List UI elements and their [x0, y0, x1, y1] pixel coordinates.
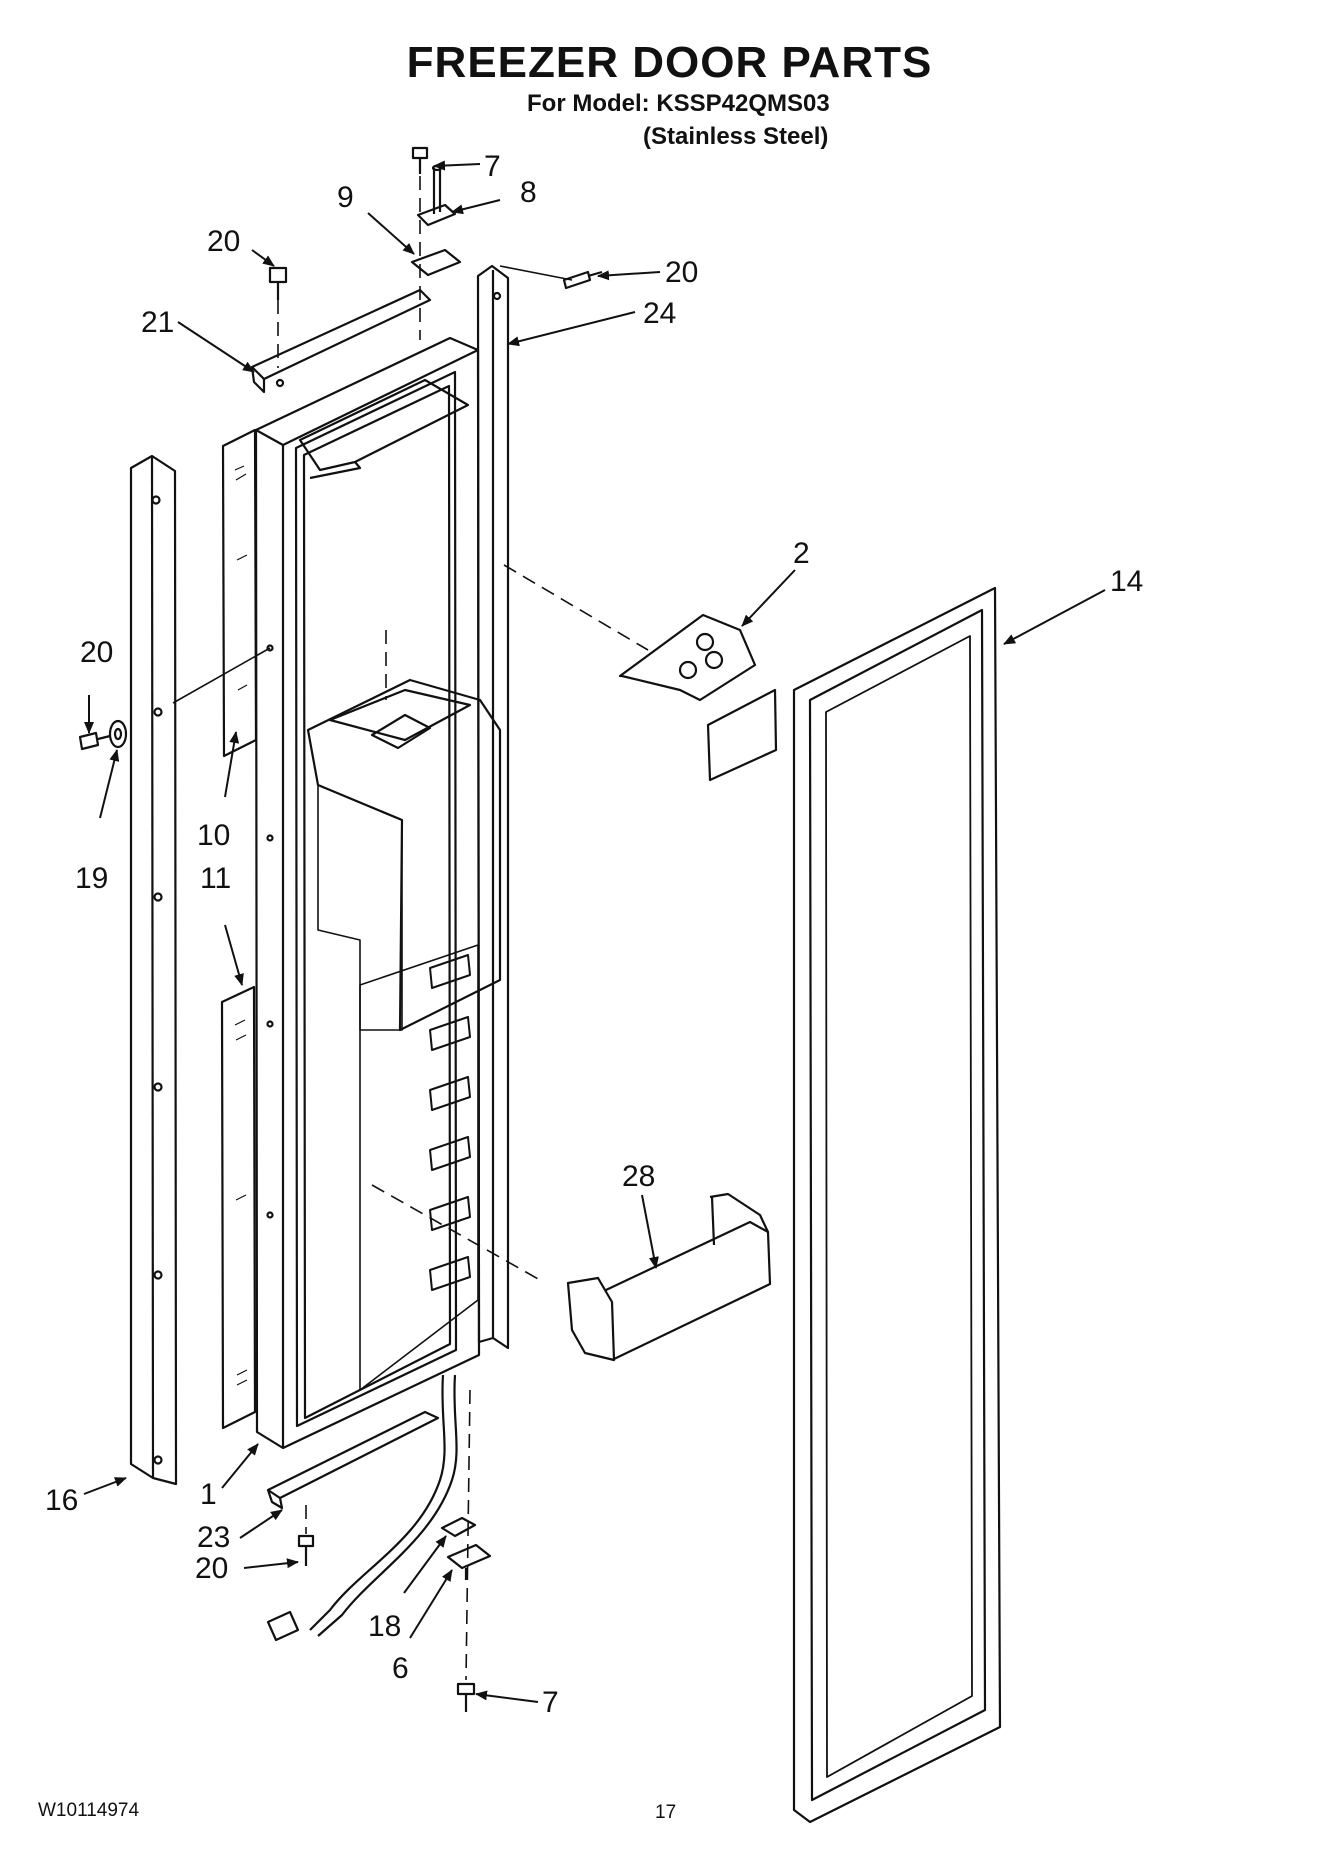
callout-6: 6 [392, 1652, 409, 1685]
callout-11: 11 [200, 862, 231, 895]
callout-20-top-left: 20 [207, 225, 240, 258]
leader-lines [172, 265, 573, 704]
callout-9: 9 [337, 181, 354, 214]
callout-19: 19 [75, 862, 108, 895]
alignment-lines [277, 176, 649, 1681]
callout-20-left: 20 [80, 636, 113, 669]
callout-numbers: 7 8 9 20 20 21 24 2 14 20 19 10 11 28 16… [45, 150, 1143, 1719]
callout-20-top-right: 20 [665, 256, 698, 289]
part-10-upper-panel [221, 428, 258, 758]
callout-8: 8 [520, 176, 537, 209]
callout-10: 10 [197, 819, 230, 852]
page-number: 17 [655, 1802, 677, 1823]
part-8-top-hinge [416, 164, 457, 227]
part-1-door-liner [254, 336, 502, 1450]
callout-28: 28 [622, 1160, 655, 1193]
callout-7-bottom: 7 [542, 1686, 559, 1719]
document-number: W10114974 [38, 1800, 140, 1821]
part-6-bottom-hinge [446, 1543, 492, 1580]
callout-24: 24 [643, 297, 676, 330]
model-number: For Model: KSSP42QMS03 [527, 90, 830, 117]
callout-23: 23 [197, 1521, 230, 1554]
wire-harness [266, 1374, 458, 1642]
callout-7-top: 7 [484, 150, 501, 183]
part-28-door-bin [566, 1192, 772, 1362]
callout-1: 1 [200, 1478, 217, 1511]
callout-21: 21 [141, 306, 174, 339]
part-14-door-gasket [792, 586, 1002, 1824]
model-finish: (Stainless Steel) [643, 123, 829, 150]
part-23-bottom-bracket [266, 1410, 440, 1510]
callout-20-bottom: 20 [195, 1552, 228, 1585]
part-9-hinge-shim [410, 248, 462, 277]
part-20-screw-top-left [268, 266, 288, 300]
part-2-hinge-plate [618, 613, 778, 782]
callout-16: 16 [45, 1484, 78, 1517]
callout-18: 18 [368, 1610, 401, 1643]
part-11-lower-panel [220, 985, 257, 1430]
part-20-screw-left [78, 731, 111, 751]
part-18-bottom-shim [440, 1516, 477, 1538]
part-20-screw-bottom [297, 1534, 315, 1566]
page-title: FREEZER DOOR PARTS [406, 38, 933, 87]
part-7-bottom-screw [456, 1682, 476, 1712]
part-7-top-screw [411, 146, 429, 174]
part-21-top-bracket [250, 288, 432, 394]
part-16-trim-strip [129, 454, 178, 1486]
part-24-edge-strip [476, 264, 510, 1350]
part-19-washer [108, 719, 128, 749]
callout-2: 2 [793, 537, 810, 570]
callout-14: 14 [1110, 565, 1143, 598]
callout-arrows [83, 160, 1106, 1703]
